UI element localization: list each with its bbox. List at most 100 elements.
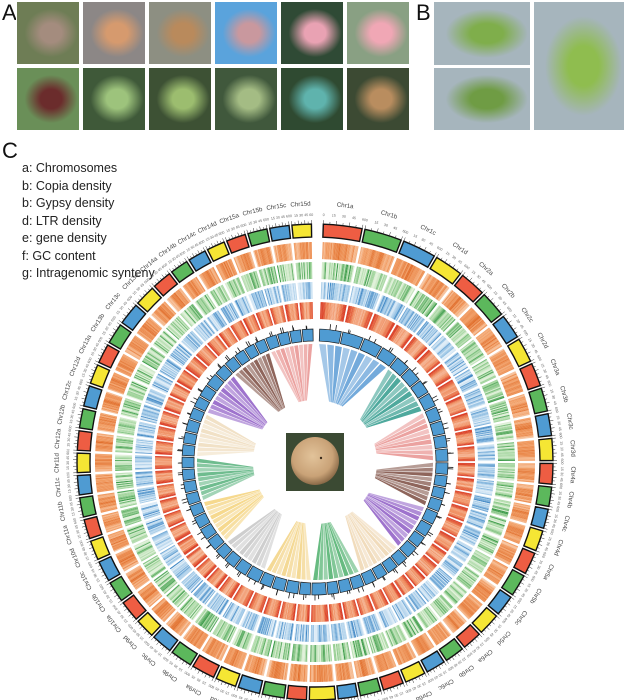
svg-text:15: 15 xyxy=(399,691,404,696)
synteny-ribbon xyxy=(198,442,255,450)
synteny-ribbon xyxy=(217,391,265,427)
chromosome-Chr8c xyxy=(237,674,264,695)
synteny-ribbon xyxy=(365,401,419,427)
svg-text:15: 15 xyxy=(226,228,231,233)
svg-text:45: 45 xyxy=(77,386,82,391)
svg-text:15: 15 xyxy=(249,698,254,700)
chromosome-Chr7a xyxy=(378,670,405,691)
chromosome-label: Chr4c xyxy=(560,515,571,533)
svg-text:30: 30 xyxy=(542,369,547,374)
svg-text:45: 45 xyxy=(558,427,563,432)
svg-text:30: 30 xyxy=(92,347,97,352)
synteny-ribbon xyxy=(367,494,420,521)
chromosome-label: Chr3d xyxy=(569,440,577,458)
legend-item-copia-density: b: Copia density xyxy=(22,178,112,193)
svg-text:60: 60 xyxy=(68,497,73,502)
synteny-ribbon xyxy=(296,522,304,580)
svg-text:15: 15 xyxy=(471,270,477,276)
svg-text:30: 30 xyxy=(509,608,515,614)
svg-text:30: 30 xyxy=(66,461,70,465)
chromosome-label: Chr12c xyxy=(61,380,73,401)
svg-text:0: 0 xyxy=(538,358,542,361)
svg-text:30: 30 xyxy=(67,484,71,488)
chromosome-label: Chr3c xyxy=(565,413,575,430)
svg-text:60: 60 xyxy=(198,240,203,245)
svg-text:0: 0 xyxy=(80,379,84,382)
stage-photo-expanding-fruit xyxy=(214,67,278,131)
svg-text:45: 45 xyxy=(533,570,538,575)
svg-text:45: 45 xyxy=(304,213,308,217)
synteny-ribbon xyxy=(348,513,382,562)
synteny-ribbon xyxy=(257,357,284,409)
synteny-ribbon xyxy=(360,369,393,421)
svg-text:60: 60 xyxy=(436,245,441,250)
ltr-density-track xyxy=(135,282,495,642)
chromosome-Chr11c xyxy=(76,474,93,496)
synteny-ribbon xyxy=(366,406,422,428)
synteny-ribbon xyxy=(374,477,427,506)
chromosome-Chr14a xyxy=(153,272,179,297)
synteny-ribbon xyxy=(235,372,279,412)
svg-text:30: 30 xyxy=(276,215,281,220)
svg-text:15: 15 xyxy=(248,221,253,226)
chromosome-Chr5d xyxy=(471,606,498,634)
svg-text:45: 45 xyxy=(556,501,561,506)
chromosome-Chr6b xyxy=(438,637,464,662)
synteny-ribbon xyxy=(246,364,282,411)
chromosome-label: Chr2c xyxy=(519,306,534,324)
chromosome-label: Chr5a xyxy=(541,563,555,582)
svg-text:30: 30 xyxy=(105,594,111,600)
chromosome-Chr4a xyxy=(538,462,554,486)
synteny-ribbon xyxy=(350,512,393,554)
svg-text:30: 30 xyxy=(342,214,346,218)
synteny-ribbon xyxy=(351,511,397,551)
stage-photo-young-leaves xyxy=(148,1,212,65)
svg-text:15: 15 xyxy=(167,259,173,265)
chromosome-Chr8d xyxy=(215,665,241,688)
svg-text:30: 30 xyxy=(120,614,126,620)
svg-text:15: 15 xyxy=(445,251,451,257)
svg-text:45: 45 xyxy=(175,254,181,260)
svg-text:30: 30 xyxy=(93,573,98,578)
svg-text:45: 45 xyxy=(90,568,95,573)
synteny-ribbon xyxy=(364,498,405,542)
svg-text:0: 0 xyxy=(129,295,133,299)
svg-text:15: 15 xyxy=(85,556,90,561)
synteny-ribbon xyxy=(294,345,305,402)
synteny-ribbon xyxy=(289,346,304,402)
svg-text:30: 30 xyxy=(153,648,159,654)
synteny-ribbon xyxy=(284,346,303,402)
chromosome-label: Chr6d xyxy=(414,689,433,700)
svg-text:45: 45 xyxy=(412,686,417,691)
svg-text:60: 60 xyxy=(97,338,102,343)
synteny-ribbon xyxy=(375,444,433,452)
svg-text:60: 60 xyxy=(550,528,555,533)
svg-text:0: 0 xyxy=(466,654,470,658)
svg-text:0: 0 xyxy=(365,218,368,222)
chromosome-Chr6c xyxy=(420,650,446,673)
svg-text:0: 0 xyxy=(508,309,512,313)
svg-text:0: 0 xyxy=(559,487,563,489)
svg-text:45: 45 xyxy=(544,546,549,551)
legend-item-intragenomic-synteny: g: Intragenomic synteny xyxy=(22,266,155,280)
chromosome-Chr15d xyxy=(291,223,313,239)
gypsy-density-track xyxy=(115,262,515,662)
chromosome-Chr10b xyxy=(109,575,134,602)
synteny-ribbon xyxy=(200,428,256,448)
svg-text:60: 60 xyxy=(78,380,83,385)
svg-text:15: 15 xyxy=(66,443,70,447)
svg-text:60: 60 xyxy=(126,297,132,303)
svg-text:15: 15 xyxy=(547,536,552,541)
svg-text:60: 60 xyxy=(463,264,469,270)
synteny-ribbon xyxy=(197,463,254,469)
chromosome-Chr3b xyxy=(528,387,549,415)
svg-text:60: 60 xyxy=(429,677,434,682)
seedling-photo-potted-seedling xyxy=(533,1,625,131)
svg-text:45: 45 xyxy=(544,374,549,379)
chromosome-Chr3c xyxy=(534,412,553,438)
svg-text:0: 0 xyxy=(143,640,147,644)
chromosome-label: Chr4b xyxy=(565,491,574,509)
synteny-ribbon xyxy=(286,522,302,578)
panel-label-b: B xyxy=(416,0,431,25)
